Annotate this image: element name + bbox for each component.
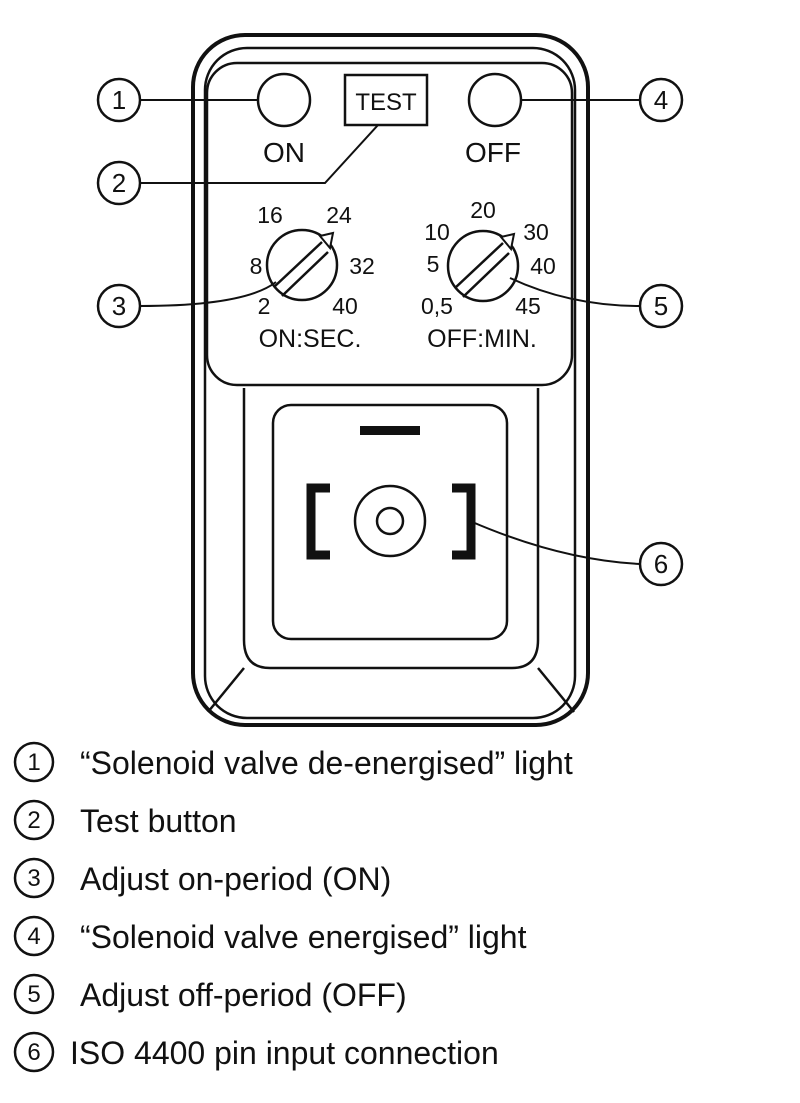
off-dial-value-30: 30 xyxy=(523,219,549,245)
callout-circle-1 xyxy=(96,77,142,123)
on-dial-caption: ON:SEC. xyxy=(259,325,362,353)
legend-number: 1 xyxy=(27,749,40,776)
callout-circle-2 xyxy=(96,160,142,206)
legend-item: 6 ISO 4400 pin input connection xyxy=(13,1031,499,1073)
off-light xyxy=(467,72,523,128)
left-bracket xyxy=(306,483,330,560)
leader-2 xyxy=(140,124,379,184)
callout-number-3: 3 xyxy=(112,291,126,321)
on-dial-value-16: 16 xyxy=(257,202,283,228)
off-dial-value-20: 20 xyxy=(470,197,496,223)
test-button[interactable] xyxy=(343,73,429,127)
on-dial-value-32: 32 xyxy=(349,253,375,279)
off-label: OFF xyxy=(465,137,521,168)
legend-number: 3 xyxy=(27,865,40,892)
callout-circle-6 xyxy=(638,541,684,587)
center-pin-inner xyxy=(375,506,405,536)
legend-text: Adjust on-period (ON) xyxy=(80,861,391,897)
callout-circle-3 xyxy=(96,283,142,329)
off-dial-value-45: 45 xyxy=(515,293,541,319)
test-button-label: TEST xyxy=(355,89,417,116)
legend-item: 4 “Solenoid valve energised” light xyxy=(13,915,527,957)
right-bracket xyxy=(452,483,476,560)
center-pin-outer xyxy=(353,484,427,558)
callout-number-2: 2 xyxy=(112,168,126,198)
legend-item: 5 Adjust off-period (OFF) xyxy=(13,973,407,1015)
connector-socket xyxy=(271,403,509,641)
legend-text: “Solenoid valve energised” light xyxy=(80,919,527,955)
legend-text: Adjust off-period (OFF) xyxy=(80,977,407,1013)
callout-circle-5 xyxy=(638,283,684,329)
legend-item: 2 Test button xyxy=(13,799,237,841)
callout-number-4: 4 xyxy=(654,85,668,115)
ground-bar xyxy=(360,426,420,435)
connector-frame xyxy=(242,388,540,670)
legend-item: 1 “Solenoid valve de-energised” light xyxy=(13,741,573,783)
off-dial[interactable] xyxy=(446,229,520,303)
legend-text: “Solenoid valve de-energised” light xyxy=(80,745,573,781)
control-panel xyxy=(205,61,574,387)
on-dial-value-8: 8 xyxy=(250,253,263,279)
legend-item: 3 Adjust on-period (ON) xyxy=(13,857,391,899)
legend-number: 2 xyxy=(27,807,40,834)
housing-inner xyxy=(203,46,577,720)
legend-number: 5 xyxy=(27,981,40,1008)
off-dial-value-5: 5 xyxy=(427,251,440,277)
on-dial-value-24: 24 xyxy=(326,202,352,228)
off-dial-caption: OFF:MIN. xyxy=(427,325,537,353)
legend-number: 4 xyxy=(27,923,40,950)
bevel-left xyxy=(207,667,245,713)
legend-text: ISO 4400 pin input connection xyxy=(70,1035,499,1071)
housing-outer xyxy=(191,33,590,727)
leader-6 xyxy=(469,520,641,565)
legend-number: 6 xyxy=(27,1039,40,1066)
leader-3 xyxy=(139,281,277,307)
callout-number-1: 1 xyxy=(112,85,126,115)
callout-circle-4 xyxy=(638,77,684,123)
on-label: ON xyxy=(263,137,305,168)
bevel-right xyxy=(537,667,575,713)
legend: 1 “Solenoid valve de-energised” light 2 … xyxy=(13,741,573,1073)
off-dial-value-0-5: 0,5 xyxy=(421,293,453,319)
leader-5 xyxy=(509,277,641,307)
callout-number-6: 6 xyxy=(654,549,668,579)
on-light xyxy=(256,72,312,128)
on-dial-value-2: 2 xyxy=(258,293,271,319)
callout-number-5: 5 xyxy=(654,291,668,321)
on-dial[interactable] xyxy=(265,228,339,302)
legend-text: Test button xyxy=(80,803,237,839)
on-dial-value-40: 40 xyxy=(332,293,358,319)
off-dial-value-40: 40 xyxy=(530,253,556,279)
off-dial-value-10: 10 xyxy=(424,219,450,245)
